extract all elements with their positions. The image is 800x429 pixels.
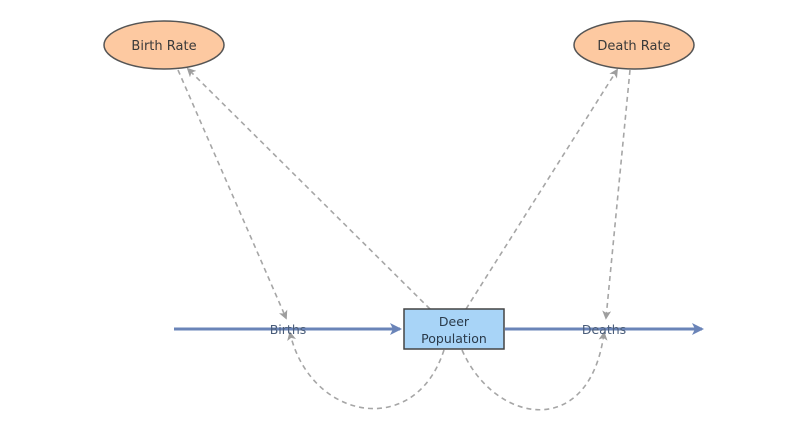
death-rate-variable[interactable]: Death Rate [573,20,695,70]
link-birthrate-to-births[interactable] [177,69,288,320]
link-population-to-deaths[interactable] [461,331,608,411]
death-rate-ellipse[interactable] [573,20,695,70]
link-population-to-birthrate[interactable] [186,67,431,310]
deer-population-stock[interactable]: Deer Population [403,308,505,350]
birth-rate-label: Birth Rate [131,39,196,54]
birth-rate-ellipse[interactable] [103,20,225,70]
deer-population-box[interactable] [403,308,505,350]
stock-label-line1: Deer [439,314,470,329]
death-rate-label: Death Rate [597,39,670,54]
link-population-to-deathrate[interactable] [465,68,618,310]
link-deathrate-to-deaths[interactable] [602,69,631,320]
link-population-to-births[interactable] [287,331,445,410]
births-flow-label[interactable]: Births [270,322,307,337]
deaths-flow-label[interactable]: Deaths [582,322,626,337]
birth-rate-variable[interactable]: Birth Rate [103,20,225,70]
stock-label-line2: Population [421,331,487,346]
